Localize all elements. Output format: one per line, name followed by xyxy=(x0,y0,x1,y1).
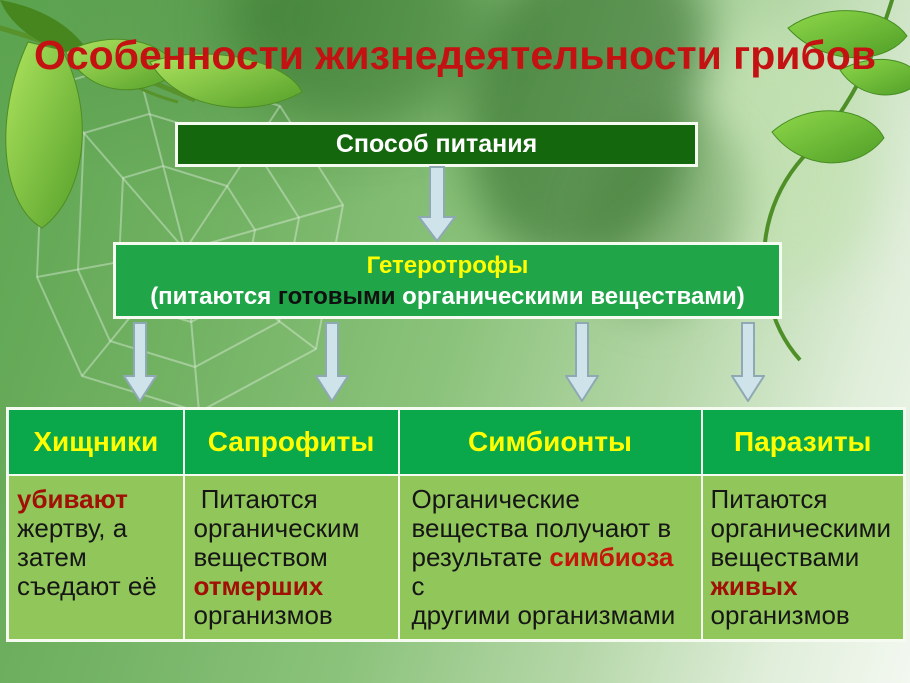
column-header-predators: Хищники xyxy=(6,407,185,476)
down-arrow-icon xyxy=(123,322,157,402)
fungi-nutrition-table: Хищники Сапрофиты Симбионты Паразиты уби… xyxy=(6,407,906,642)
column-header-parasites: Паразиты xyxy=(700,407,906,476)
heterotrophs-box: Гетеротрофы (питаются готовыми органичес… xyxy=(113,242,782,319)
heterotrophs-subtitle: (питаются готовыми органическими веществ… xyxy=(150,283,745,310)
table-body-row: убивают жертву, а затем съедают её Питаю… xyxy=(6,473,906,641)
table-cell-predators: убивают жертву, а затем съедают её xyxy=(6,473,185,641)
column-header-saprophytes: Сапрофиты xyxy=(182,407,400,476)
heterotrophs-title: Гетеротрофы xyxy=(366,252,529,279)
down-arrow-icon xyxy=(315,322,349,402)
table-header-row: Хищники Сапрофиты Симбионты Паразиты xyxy=(6,407,906,476)
table-cell-saprophytes: Питаются органическим веществом отмерших… xyxy=(182,473,400,641)
nutrition-method-label: Способ питания xyxy=(335,130,538,158)
nutrition-method-box: Способ питания xyxy=(175,122,698,167)
down-arrow-icon xyxy=(565,322,599,402)
down-arrow-icon xyxy=(418,166,456,242)
leaf-icon xyxy=(771,110,885,164)
table-cell-parasites: Питаются органическими веществами живых … xyxy=(700,473,906,641)
down-arrow-icon xyxy=(731,322,765,402)
table-cell-symbionts: Органические вещества получают в результ… xyxy=(397,473,703,641)
slide-title: Особенности жизнедеятельности грибов xyxy=(33,32,877,78)
spider-web-icon xyxy=(35,59,345,414)
column-header-symbionts: Симбионты xyxy=(397,407,703,476)
